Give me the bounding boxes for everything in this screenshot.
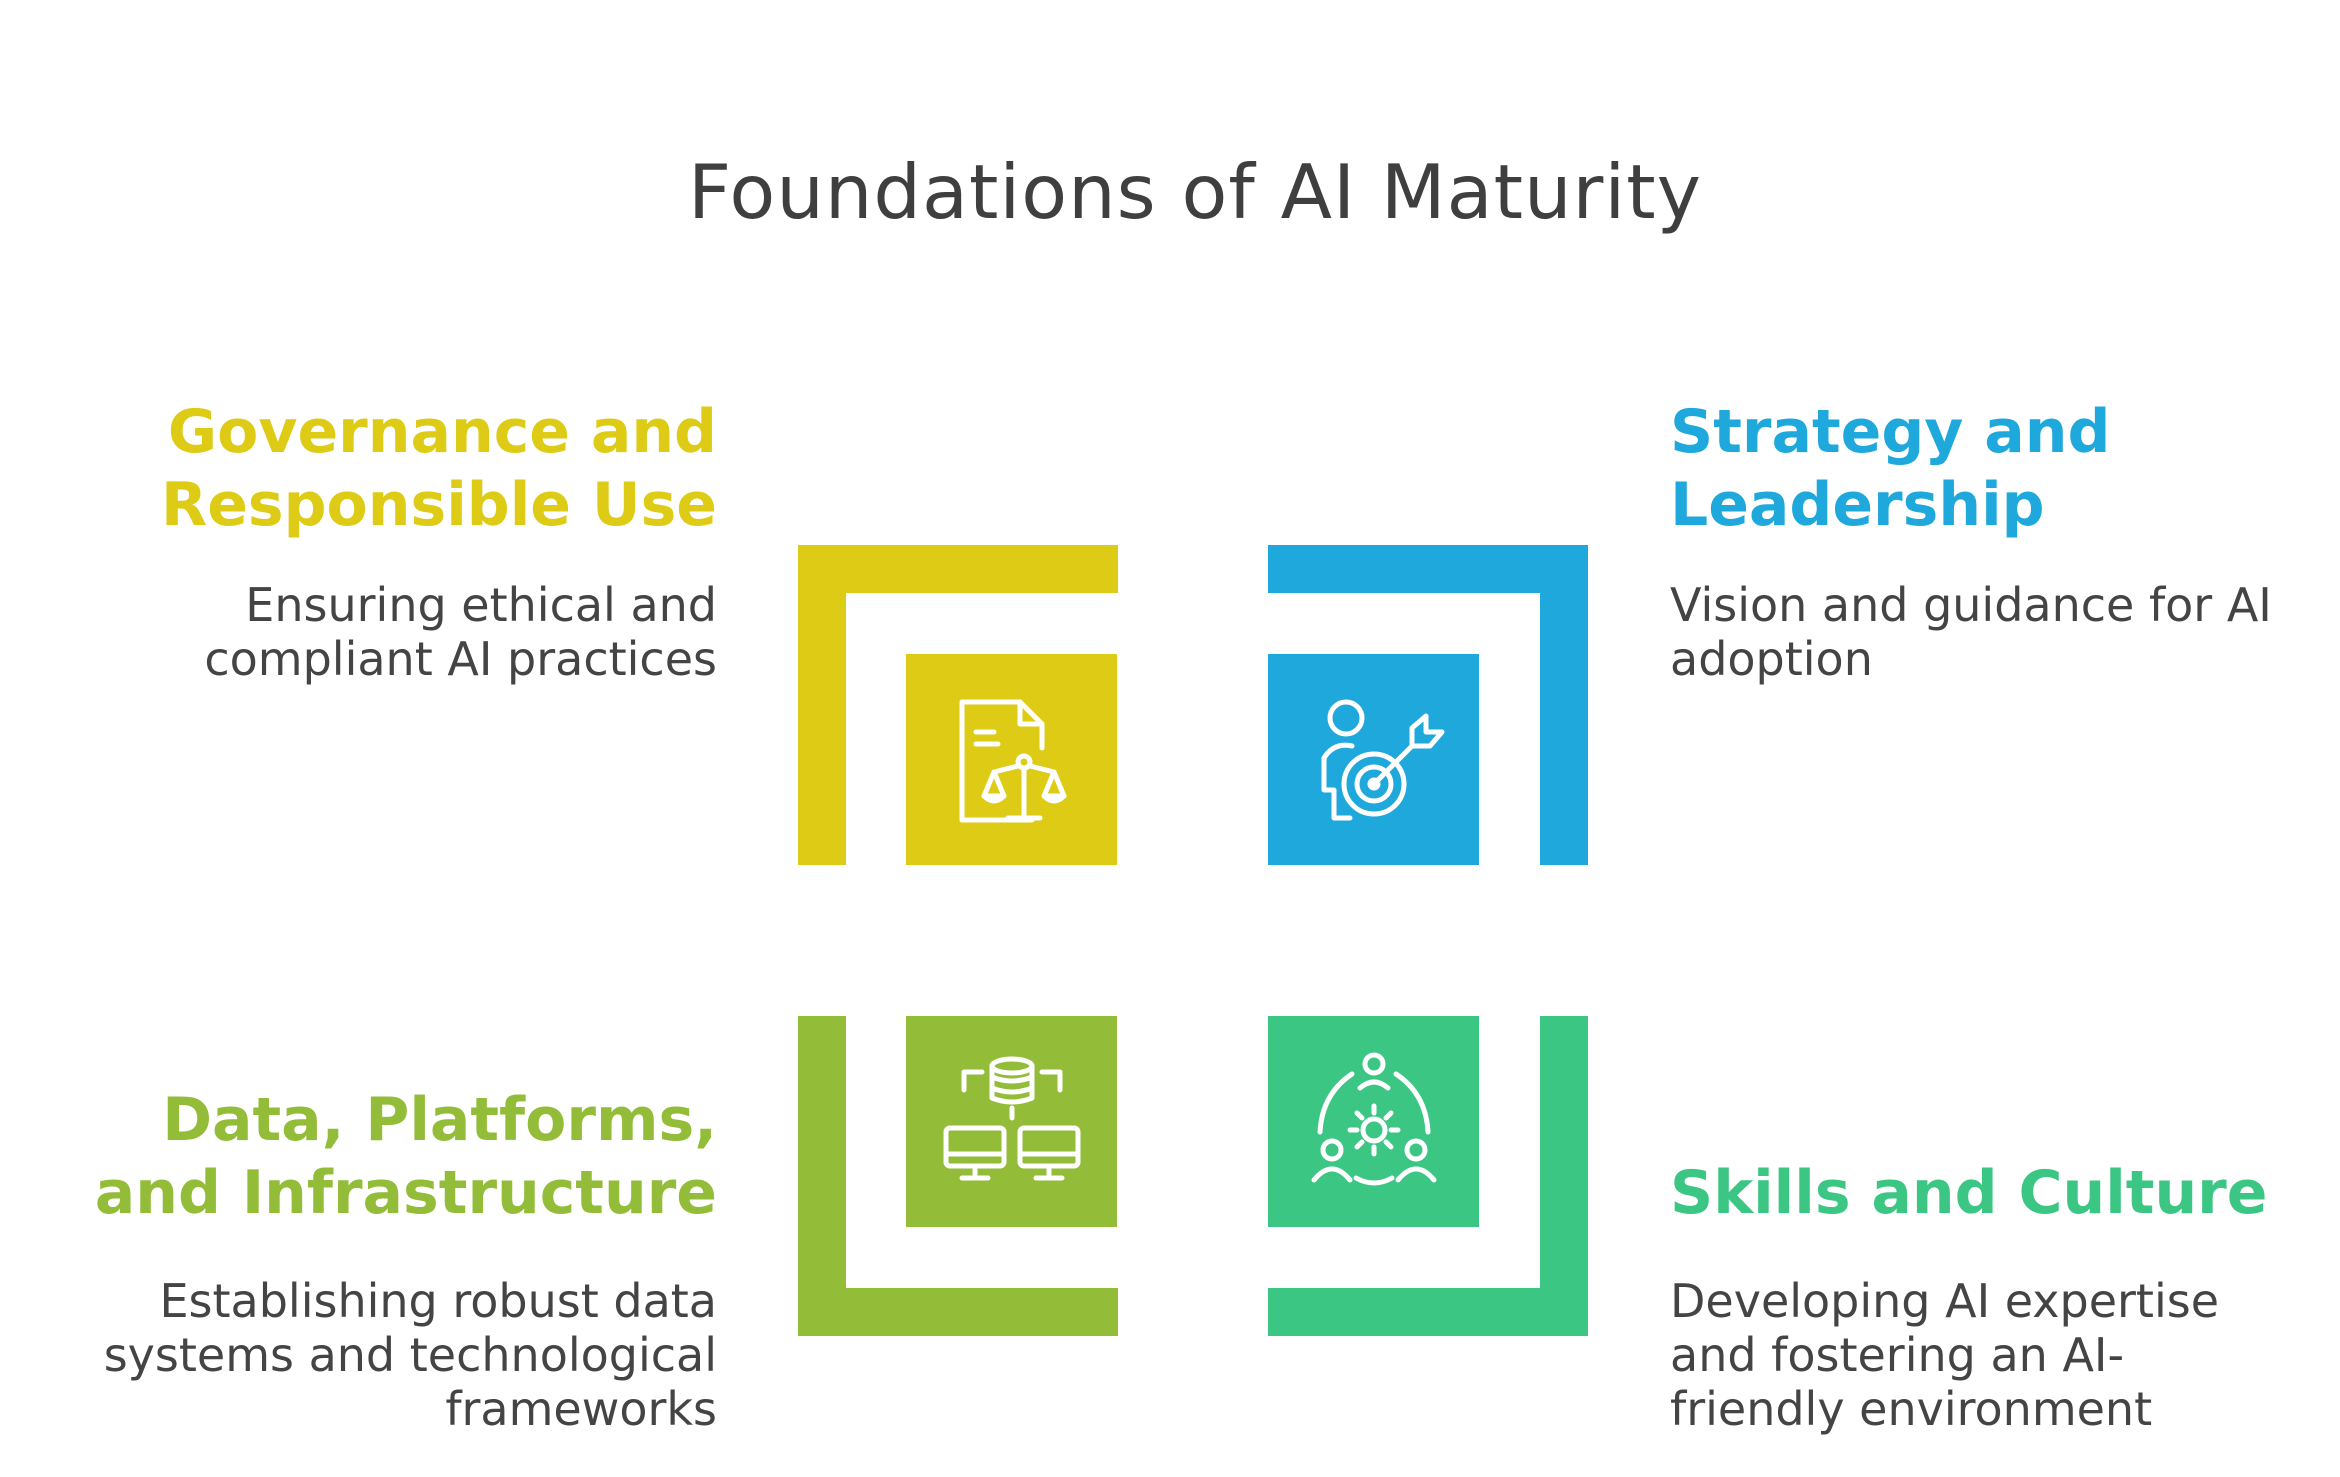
strategy-icon-box: [1268, 654, 1479, 865]
governance-description: Ensuring ethical and compliant AI practi…: [204, 578, 717, 686]
data-description: Establishing robust data systems and tec…: [103, 1274, 717, 1436]
skills-icon-box: [1268, 1016, 1479, 1227]
data-heading: Data, Platforms, and Infrastructure: [94, 1085, 717, 1228]
skills-frame: [1268, 1016, 1588, 1336]
strategy-frame: [1268, 545, 1588, 865]
governance-icon-box: [906, 654, 1117, 865]
skills-description: Developing AI expertise and fostering an…: [1670, 1274, 2219, 1436]
strategy-heading: Strategy and Leadership: [1670, 397, 2111, 540]
governance-heading: Governance and Responsible Use: [161, 397, 717, 540]
database-computers-icon: [943, 1056, 1081, 1181]
document-scale-icon: [959, 699, 1067, 823]
team-gear-icon: [1311, 1052, 1437, 1186]
skills-heading: Skills and Culture: [1670, 1158, 2268, 1228]
data-frame: [798, 1016, 1118, 1336]
page-title: Foundations of AI Maturity: [687, 148, 1703, 236]
person-target-icon: [1321, 699, 1445, 821]
data-icon-box: [906, 1016, 1117, 1227]
strategy-description: Vision and guidance for AI adoption: [1670, 578, 2272, 686]
governance-frame: [798, 545, 1118, 865]
